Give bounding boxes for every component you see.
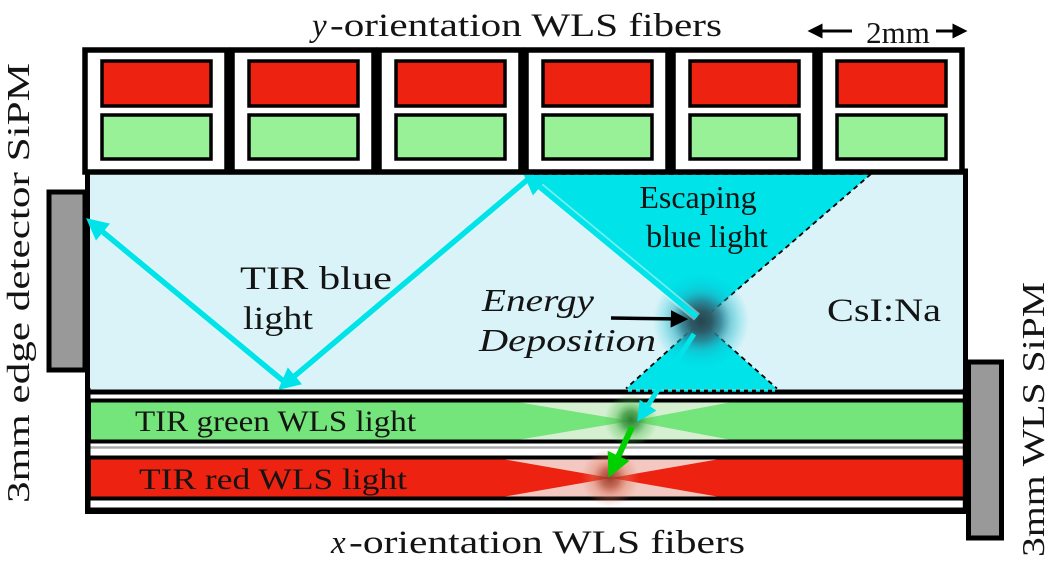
y-fiber-red-5 <box>688 59 801 108</box>
energy-deposition-arrow <box>610 310 689 328</box>
y-fiber-red-6 <box>835 59 948 108</box>
escape-cone-upper <box>525 174 871 321</box>
y-fiber-green-5 <box>688 113 801 161</box>
top-title-text: -orientation WLS fibers <box>330 8 722 44</box>
y-fiber-green-4 <box>541 113 654 161</box>
tir-green-label: TIR green WLS light <box>135 405 417 438</box>
y-fiber-red-2 <box>247 59 360 108</box>
y-fiber-red-1 <box>100 59 213 108</box>
y-fiber-red-3 <box>394 59 507 108</box>
top-title: y -orientation WLS fibers <box>309 8 722 44</box>
edge-detector-sipm-label: 3mm edge detector SiPM <box>0 63 36 503</box>
tir-blue-arrow-2 <box>278 172 535 390</box>
tir-blue-label-line1: TIR blue <box>240 261 392 297</box>
blue-to-green-arrow <box>637 332 697 422</box>
fiber-divider-line <box>89 446 965 449</box>
tir-blue-arrow-1 <box>523 173 699 320</box>
escaping-label-line2: blue light <box>646 218 768 254</box>
y-fiber-green-1 <box>100 113 213 161</box>
top-title-axis-letter: y <box>309 8 327 44</box>
bottom-title: x -orientation WLS fibers <box>330 525 745 561</box>
wls-sipm <box>966 359 1004 541</box>
y-fiber-box-5 <box>670 47 818 175</box>
y-fiber-box-row <box>82 47 965 175</box>
scale-indicator: 2mm <box>807 15 968 50</box>
green-to-red-arrow <box>607 425 635 478</box>
bottom-title-axis-letter: x <box>330 525 346 561</box>
assembly-bottom-border <box>85 507 969 514</box>
energy-label-line1: Energy <box>481 282 595 318</box>
y-fiber-green-2 <box>247 113 360 161</box>
y-fiber-box-2 <box>229 47 377 175</box>
crystal-label: CsI:Na <box>827 293 941 329</box>
edge-detector-sipm <box>46 189 88 373</box>
y-fiber-red-4 <box>541 59 654 108</box>
y-fiber-green-3 <box>394 113 507 161</box>
assembly-left-border <box>85 388 91 514</box>
y-fiber-box-3 <box>376 47 524 175</box>
bottom-title-text: -orientation WLS fibers <box>349 525 745 561</box>
tir-blue-label-line2: light <box>243 301 313 337</box>
escaping-label-line1: Escaping <box>639 179 756 215</box>
tir-red-label: TIR red WLS light <box>139 463 408 496</box>
scale-label: 2mm <box>866 15 930 50</box>
y-fiber-box-6 <box>817 47 965 175</box>
wls-sipm-label: 3mm WLS SiPM <box>1015 282 1051 557</box>
y-fiber-green-6 <box>835 113 948 161</box>
assembly-right-border <box>962 388 969 514</box>
tir-blue-arrow-3 <box>86 218 289 387</box>
energy-label-line2: Deposition <box>478 322 656 358</box>
red-conversion-blob <box>581 449 639 507</box>
y-fiber-box-4 <box>523 47 671 175</box>
y-fiber-box-1 <box>82 47 230 175</box>
